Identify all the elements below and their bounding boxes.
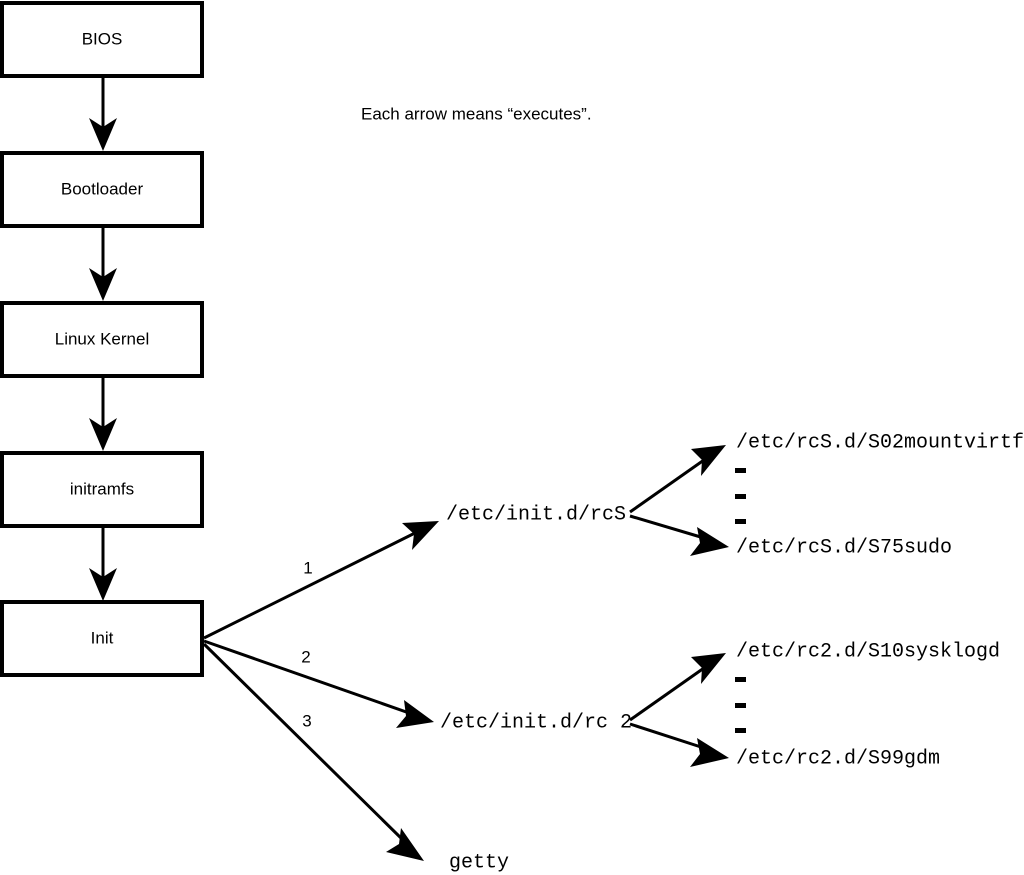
box-bootloader-rect (0, 151, 204, 228)
box-linux-kernel-label: Linux Kernel (55, 329, 150, 348)
arrow-rcs-to-last (629, 514, 729, 556)
arrow-rcs-to-first-line (629, 458, 705, 514)
rcs-ellipsis (735, 468, 746, 524)
box-bios-rect (0, 1, 204, 78)
arrow-init-branch-1: 1 (203, 521, 439, 640)
arrow-kernel-to-initramfs (89, 377, 117, 451)
boot-chain-group: BIOS Bootloader Linux Kernel (0, 1, 204, 677)
arrow-rc2-to-first-line (629, 666, 705, 722)
arrow-init-branch-1-line (203, 529, 420, 640)
label-getty[interactable]: getty (449, 851, 509, 874)
rcs-ellipsis-dash-1 (735, 468, 746, 473)
box-initramfs-label: initramfs (70, 479, 134, 498)
box-initramfs-rect (0, 451, 204, 528)
box-init-rect (0, 600, 204, 677)
label-rc2-script-first[interactable]: /etc/rc2.d/S10sysklogd (736, 640, 1000, 663)
arrow-init-branch-1-number: 1 (303, 558, 312, 577)
box-init-label: Init (91, 628, 114, 647)
rc2-group: /etc/init.d/rc 2 /etc/rc2.d/S10sysklogd … (440, 640, 1000, 770)
arrow-bootloader-to-kernel-head (89, 268, 117, 301)
arrow-init-branch-2-line (203, 639, 413, 716)
arrow-rc2-to-first-head (691, 653, 726, 684)
arrow-init-branch-3-number: 3 (302, 711, 311, 730)
arrow-init-branch-2-head (396, 700, 434, 728)
label-rcs-script-last[interactable]: /etc/rcS.d/S75sudo (736, 536, 952, 559)
arrow-rcs-to-last-head (690, 527, 729, 556)
arrow-rc2-to-last-line (629, 722, 705, 750)
box-bios[interactable]: BIOS (0, 1, 204, 78)
rcs-ellipsis-dash-3 (735, 519, 746, 524)
arrow-bootloader-to-kernel (89, 227, 117, 301)
arrow-rc2-to-first (629, 653, 726, 722)
arrow-kernel-to-initramfs-head (89, 418, 117, 451)
label-rcs-script-first[interactable]: /etc/rcS.d/S02mountvirtfs (736, 431, 1024, 454)
arrow-initramfs-to-init-head (89, 568, 117, 601)
box-bootloader[interactable]: Bootloader (0, 151, 204, 228)
label-etc-initd-rcs[interactable]: /etc/init.d/rcS (446, 503, 626, 526)
label-etc-initd-rc2[interactable]: /etc/init.d/rc 2 (440, 711, 632, 734)
arrow-rcs-to-first-head (691, 445, 726, 476)
rcs-ellipsis-dash-2 (735, 494, 746, 499)
arrow-init-branch-2: 2 (203, 639, 434, 728)
arrow-rc2-to-last (629, 722, 729, 767)
arrow-init-branch-3: 3 (202, 642, 424, 861)
rc2-ellipsis (735, 677, 746, 733)
box-linux-kernel-rect (0, 301, 204, 378)
arrow-initramfs-to-init (89, 527, 117, 601)
arrow-init-branch-3-line (202, 642, 406, 843)
rc2-ellipsis-dash-1 (735, 677, 746, 682)
rcs-group: /etc/init.d/rcS /etc/rcS.d/S02mountvirtf… (446, 431, 1024, 559)
label-rc2-script-last[interactable]: /etc/rc2.d/S99gdm (736, 747, 940, 770)
rc2-ellipsis-dash-3 (735, 728, 746, 733)
box-bios-label: BIOS (82, 29, 123, 48)
arrow-rc2-to-last-head (690, 738, 729, 767)
arrow-rcs-to-first (629, 445, 726, 514)
arrow-init-branch-3-head (386, 828, 424, 861)
rc2-ellipsis-dash-2 (735, 703, 746, 708)
arrow-init-branch-1-head (402, 521, 439, 550)
diagram-caption: Each arrow means “executes”. (361, 104, 592, 123)
arrow-bios-to-bootloader (89, 77, 117, 151)
box-init[interactable]: Init (0, 600, 204, 677)
arrow-init-branch-2-number: 2 (301, 647, 310, 666)
box-initramfs[interactable]: initramfs (0, 451, 204, 528)
init-fanout-group: 1 2 3 (202, 521, 439, 861)
arrow-bios-to-bootloader-head (89, 118, 117, 151)
box-bootloader-label: Bootloader (61, 179, 144, 198)
box-linux-kernel[interactable]: Linux Kernel (0, 301, 204, 378)
arrow-rcs-to-last-line (629, 514, 705, 540)
